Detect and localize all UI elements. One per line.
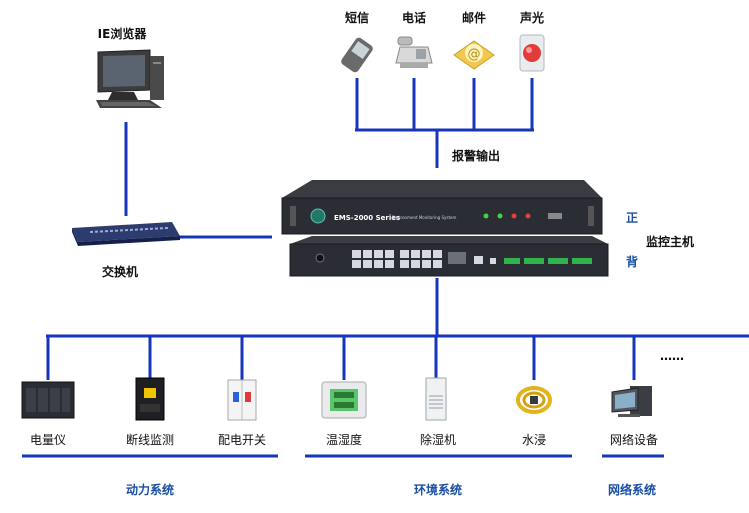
more-devices-ellipsis: …… [660,349,684,363]
switch-icon [72,222,180,246]
mail-icon: @ [453,40,495,70]
thermo-hygrometer-icon [321,381,367,419]
led-status [497,213,503,219]
host-back-label: 背 [626,254,638,269]
device-label-4: 除湿机 [420,432,456,447]
host-label: 监控主机 [646,234,694,249]
device-label-1: 断线监测 [126,432,174,447]
breakage-monitor-icon [135,377,165,421]
led-alarm [525,213,531,219]
host-back-panel [289,236,609,277]
power-meter-icon [21,381,75,419]
alarm-output-label-3: 声光 [519,10,544,25]
device-label-5: 水浸 [522,433,546,447]
rj45-ports [352,250,442,268]
computer-icon [96,49,164,108]
alarm-output-label-1: 电话 [402,10,426,25]
siren-icon [519,34,545,72]
host-front-panel: EMS-2000 Series Environment Monitoring S… [281,180,603,235]
telephone-icon [395,36,433,68]
browser-label: IE浏览器 [98,26,148,41]
device-label-6: 网络设备 [610,432,658,447]
device-label-3: 温湿度 [326,432,362,447]
group-label-power: 动力系统 [126,482,174,497]
water-leak-cable-icon [516,386,552,414]
led-act [511,213,517,219]
svg-text:@: @ [468,47,481,62]
connection-lines [22,78,749,458]
switch-label: 交换机 [102,264,138,279]
host-model-subtitle: Environment Monitoring System [392,215,456,220]
host-model-text: EMS-2000 Series [334,214,400,222]
phone-icon [341,37,373,73]
host-front-label: 正 [626,211,638,225]
group-label-network: 网络系统 [608,482,656,497]
led-power [483,213,489,219]
dehumidifier-icon [425,377,447,421]
terminal-blocks [504,258,592,264]
group-label-environment: 环境系统 [414,482,462,497]
device-label-0: 电量仪 [30,433,66,447]
alarm-output-label-0: 短信 [345,10,369,25]
alarm-output-label-2: 邮件 [462,10,486,25]
device-label-2: 配电开关 [218,433,266,447]
network-device-icon [611,386,652,417]
circuit-breaker-icon [227,379,257,421]
alarm-output-title: 报警输出 [452,148,500,163]
